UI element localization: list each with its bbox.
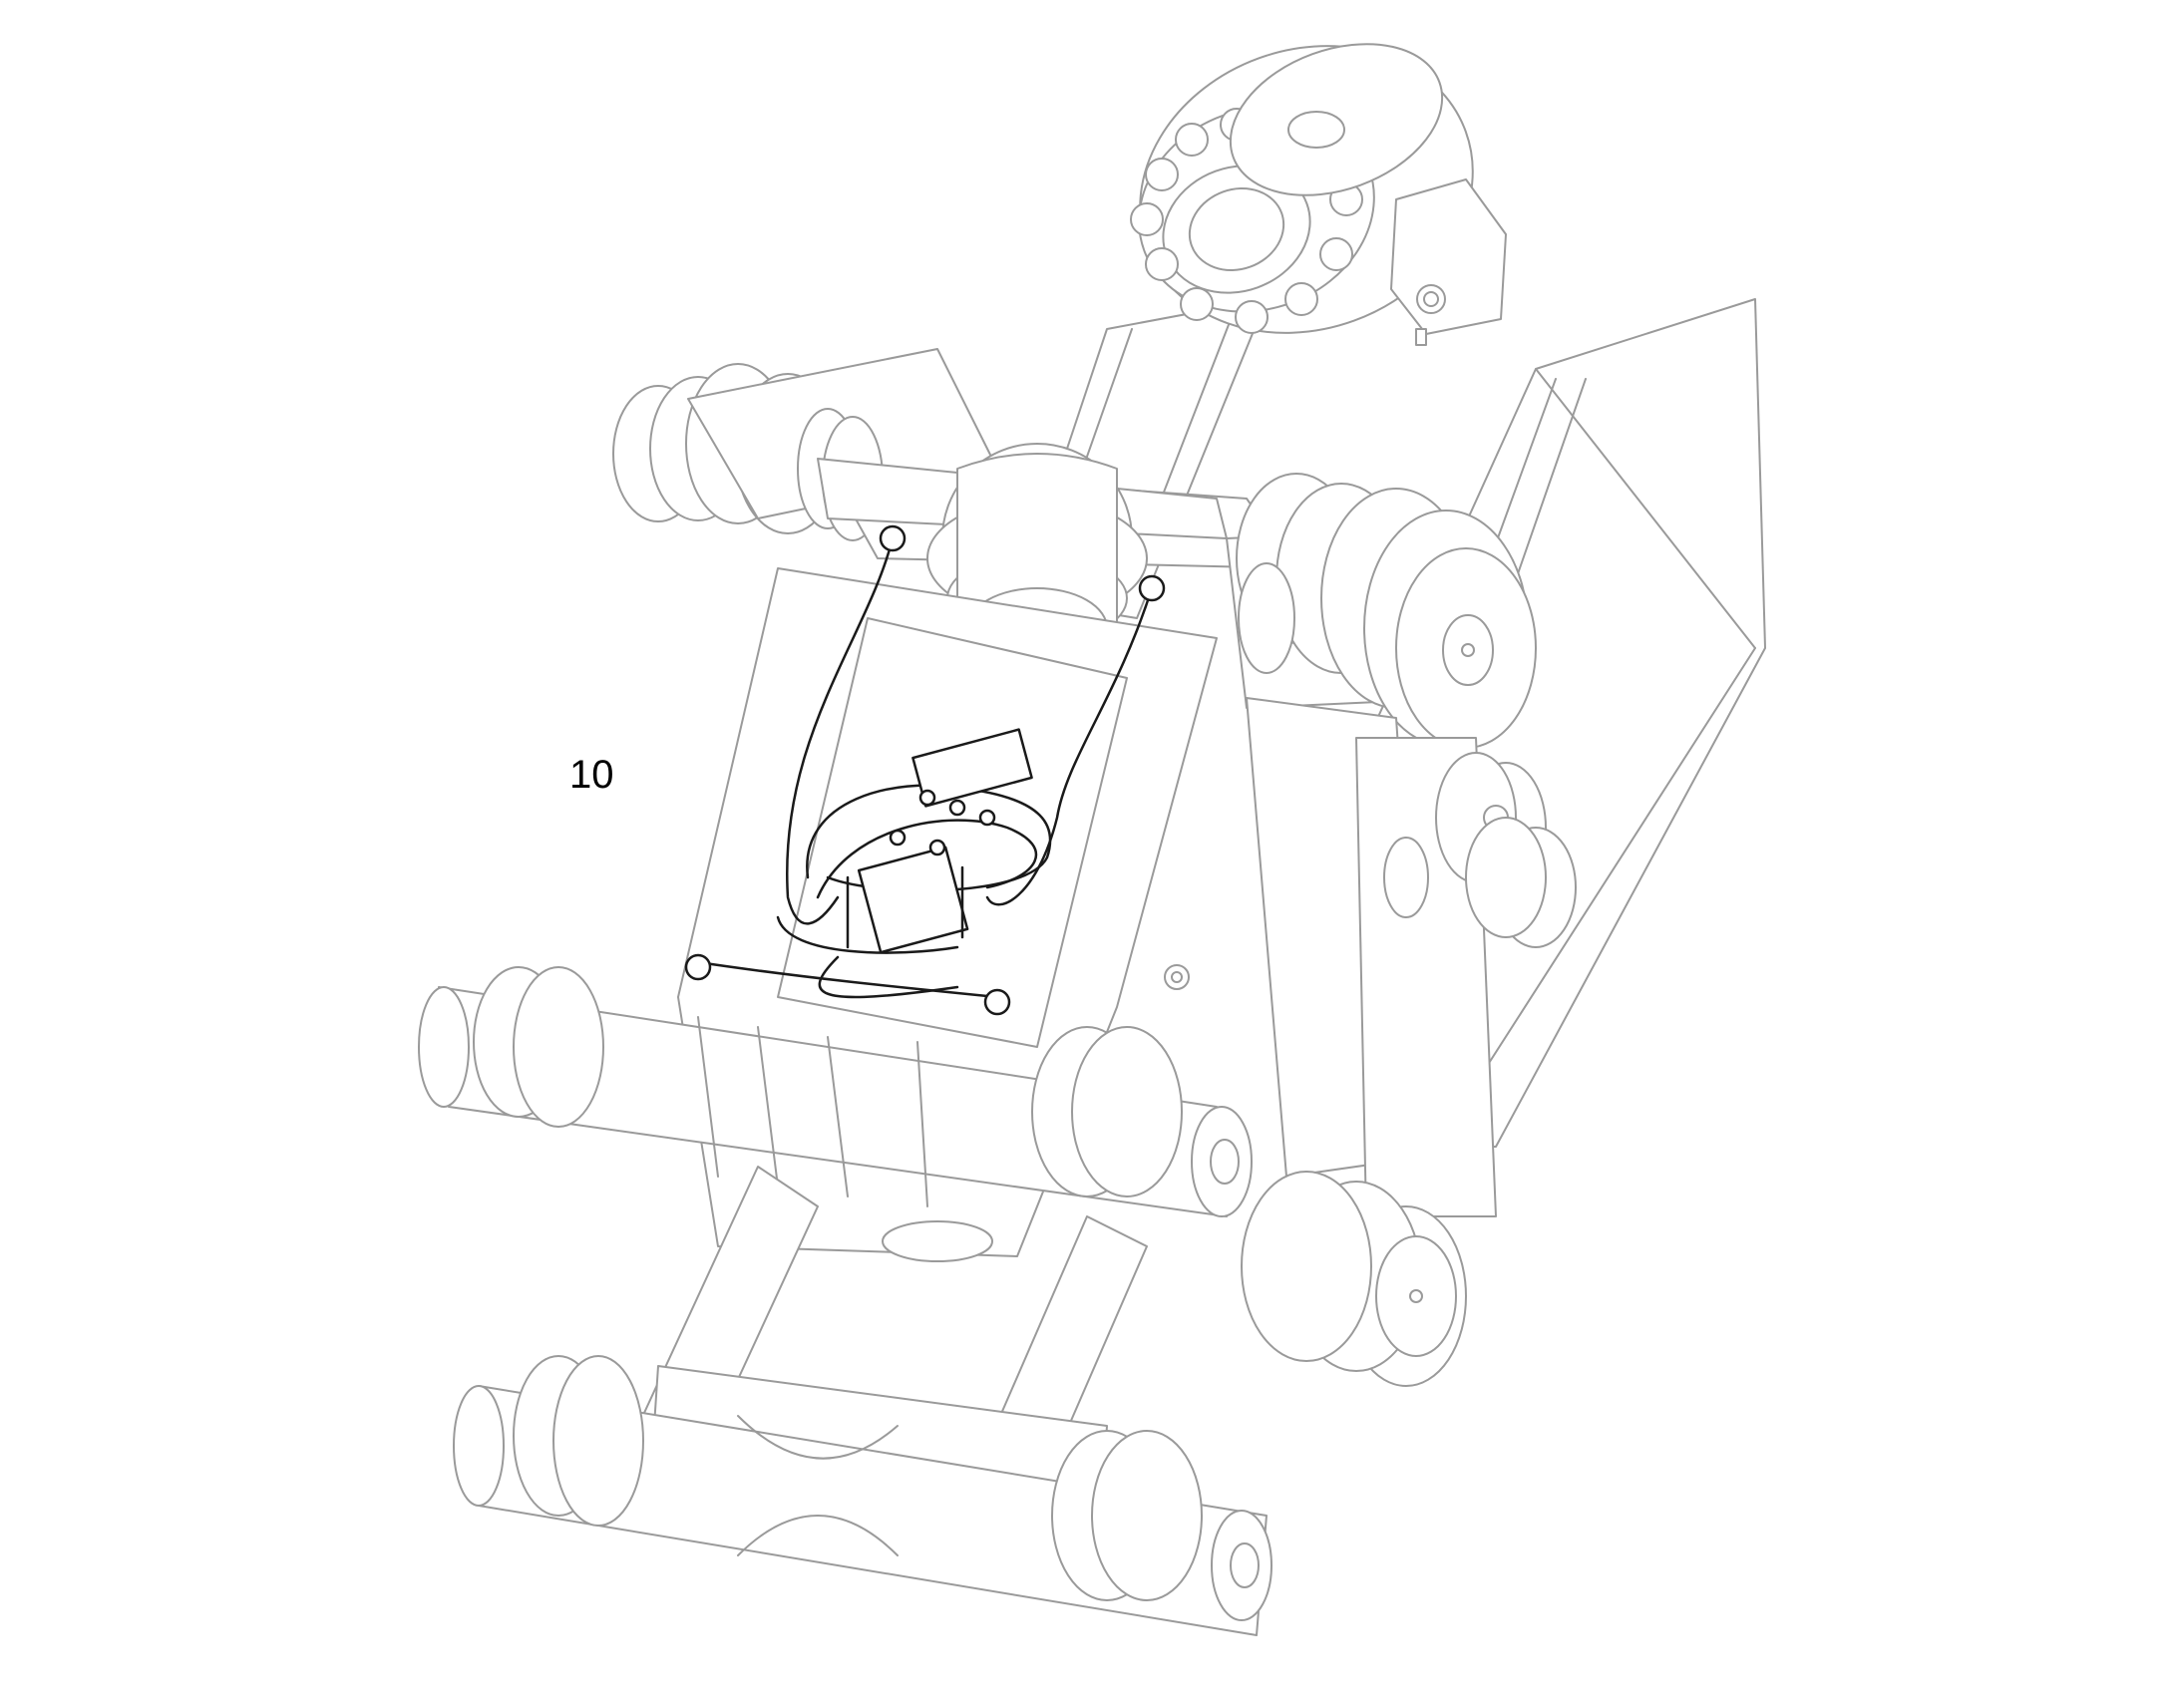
right-side-arm: [1241, 697, 1577, 1387]
right-upper-pin: [1226, 473, 1537, 749]
hydraulic-cylinder: [1016, 43, 1507, 619]
hydraulic-hose-circuit: [684, 524, 1166, 1016]
left-upper-pin: [612, 348, 998, 541]
middle-cross-pin: [418, 966, 1253, 1217]
upper-cross-member: [817, 443, 1297, 669]
bottom-cross-pin: [453, 1355, 1272, 1636]
callout-label: 10: [569, 753, 614, 797]
